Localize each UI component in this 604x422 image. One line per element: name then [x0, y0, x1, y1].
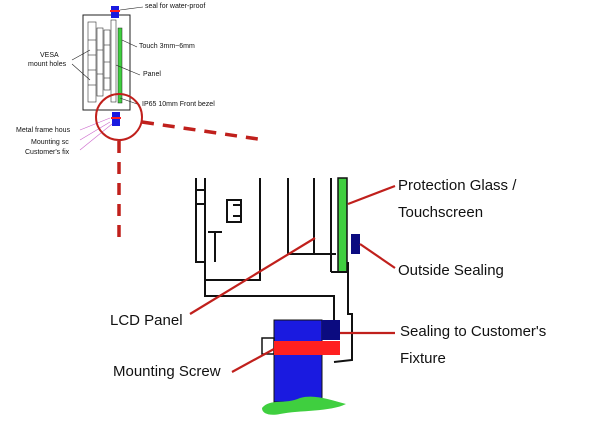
label-protection-glass: Protection Glass /: [398, 177, 517, 194]
label-outside-sealing: Outside Sealing: [398, 262, 504, 279]
label-front-bezel: IP65 10mm Front bezel: [142, 101, 215, 108]
callout-protection: [347, 184, 396, 206]
zoom-connector-right: [141, 120, 259, 141]
detail-figure: [195, 177, 360, 415]
callout-mounting-screw: [231, 348, 275, 373]
overview-inner-detail: [87, 19, 117, 103]
label-vesa-line2: mount holes: [28, 61, 67, 68]
callout-outside-sealing: [359, 243, 396, 269]
label-touch: Touch 3mm~6mm: [139, 43, 195, 50]
detail-frame: [195, 178, 353, 363]
overview-housing: [82, 14, 131, 111]
label-mounting-sc: Mounting sc: [31, 139, 69, 146]
outside-seal-block: [351, 234, 360, 254]
overview-glass: [117, 27, 123, 104]
zoom-circle: [95, 93, 143, 141]
detail-red-seal: [274, 341, 340, 355]
label-metal-frame: Metal frame hous: [16, 127, 71, 134]
fixture-blob: [262, 396, 346, 415]
callout-lcd-panel: [189, 237, 316, 315]
label-fixture: Fixture: [400, 350, 446, 367]
callout-lines: [189, 184, 396, 373]
label-mounting-screw: Mounting Screw: [113, 363, 221, 380]
label-seal-waterproof: seal for water-proof: [145, 3, 206, 10]
label-sealing-customer: Sealing to Customer's: [400, 323, 547, 340]
label-customer-fix: Customer's fix: [25, 149, 70, 156]
label-panel: Panel: [143, 71, 161, 78]
detail-screw-cap: [322, 320, 340, 340]
label-lcd-panel: LCD Panel: [110, 312, 183, 329]
detail-mounting-screw: [273, 319, 323, 403]
label-vesa-line1: VESA: [40, 52, 59, 59]
label-touchscreen: Touchscreen: [398, 204, 484, 221]
detail-glass: [337, 177, 348, 273]
overview-figure: [71, 6, 259, 242]
